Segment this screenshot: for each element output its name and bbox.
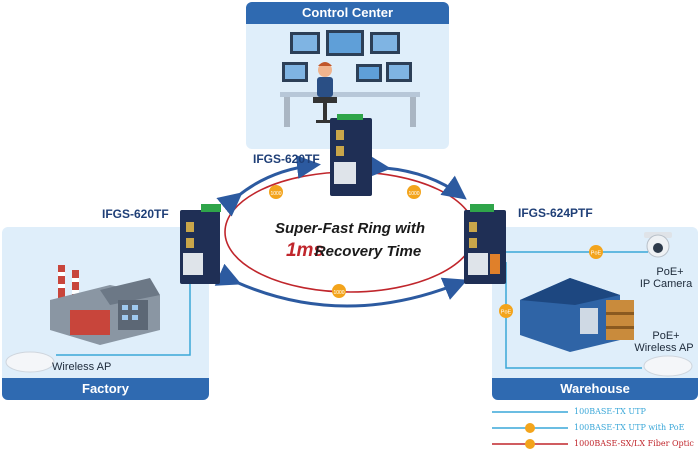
ip-camera-device [644,232,672,258]
legend-label-fiber: 1000BASE-SX/LX Fiber Optic [574,439,694,448]
legend-label-poe: 100BASE-TX UTP with PoE [574,423,685,432]
wireless-ap-factory-device [5,351,55,373]
poe-ap-label-line1: PoE+ [652,330,680,342]
svg-text:1000: 1000 [270,191,281,197]
svg-text:1000: 1000 [333,290,344,296]
arrow-left-top [216,155,321,217]
legend-label-utp: 100BASE-TX UTP [574,407,646,416]
legend-poe-badge [525,423,535,433]
warehouse-title: Warehouse [492,378,698,400]
fiber-badge-left: 1000 [269,185,283,199]
svg-text:PoE: PoE [591,251,602,257]
switch-right [464,204,506,284]
poe-badge-camera: PoE [589,245,603,259]
device-label-top: IFGS-620TF [253,152,320,166]
poe-badge-ap: PoE [499,304,513,318]
poe-camera-label-line2: IP Camera [639,278,693,290]
arrow-bottom [214,263,468,308]
ring-text-line2: Recovery Time [315,243,421,260]
svg-text:PoE: PoE [501,310,512,316]
switch-top [330,114,372,196]
poe-ap-label-line2: Wireless AP [634,342,694,354]
control-center-illustration [280,30,420,127]
factory-title: Factory [2,378,209,400]
warehouse-illustration [520,278,634,352]
ring-text-line1: Super-Fast Ring with [275,220,425,237]
device-label-right: IFGS-624PTF [518,206,593,220]
legend-fiber-badge [525,439,535,449]
device-label-left: IFGS-620TF [102,207,169,221]
wireless-ap-warehouse-device [643,355,693,377]
control-center-title: Control Center [246,2,449,24]
svg-text:1000: 1000 [408,191,419,197]
arrow-right-top [366,154,467,200]
utp-lines [56,251,648,369]
fiber-badge-right: 1000 [407,185,421,199]
fiber-badge-bottom: 1000 [332,284,346,298]
switch-left [180,204,221,284]
poe-camera-label-line1: PoE+ [656,266,684,278]
factory-illustration [50,265,160,345]
ring-text-highlight: 1ms [286,240,324,261]
wireless-ap-factory-label: Wireless AP [52,361,112,373]
